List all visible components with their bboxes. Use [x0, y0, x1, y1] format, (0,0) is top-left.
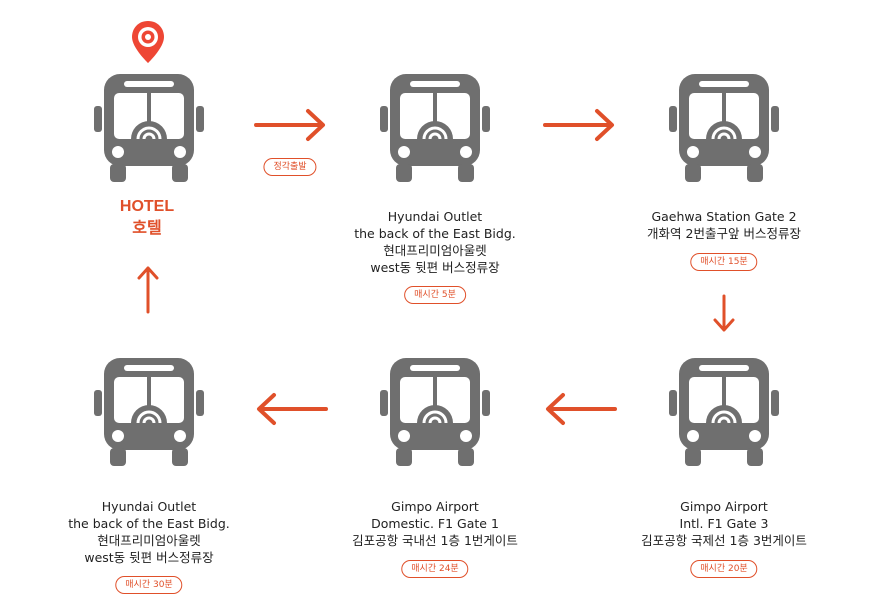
stop-line: Gimpo Airport: [391, 499, 479, 514]
stop-line: Domestic. F1 Gate 1: [371, 516, 499, 531]
stop-line: 김포공항 국내선 1층 1번게이트: [352, 533, 518, 548]
stop-line: Hyundai Outlet: [101, 499, 197, 514]
stop-line: Gimpo Airport: [680, 499, 768, 514]
bus-icon-stop-4: [380, 356, 490, 468]
interval-badge-3: 매시간 20분: [690, 560, 758, 578]
stop-line: west동 뒷편 버스정류장: [84, 550, 214, 565]
bus-icon-stop-1: [380, 72, 490, 184]
stop-line: 현대프리미엄아울렛: [383, 243, 487, 258]
stop-label-4: Gimpo Airport Domestic. F1 Gate 1 김포공항 국…: [315, 498, 555, 549]
stop-label-2: Gaehwa Station Gate 2 개화역 2번출구앞 버스정류장: [604, 208, 844, 242]
stop-line: the back of the East Bidg.: [354, 226, 516, 241]
arrow-right-icon: [543, 109, 614, 141]
origin-label: HOTEL 호텔: [87, 196, 207, 240]
origin-title-en: HOTEL: [119, 198, 175, 215]
arrow-down-icon: [713, 294, 735, 332]
interval-badge-2: 매시간 15분: [690, 253, 758, 271]
stop-line: Gaehwa Station Gate 2: [651, 209, 797, 224]
bus-icon-stop-3: [669, 356, 779, 468]
location-pin-icon: [132, 21, 164, 63]
interval-badge-1: 매시간 5분: [404, 286, 466, 304]
start-badge: 정각출발: [263, 158, 317, 176]
stop-line: the back of the East Bidg.: [68, 516, 230, 531]
arrow-up-icon: [137, 266, 159, 314]
stop-label-5: Hyundai Outlet the back of the East Bidg…: [29, 498, 269, 566]
stop-line: Intl. F1 Gate 3: [679, 516, 769, 531]
interval-badge-4: 매시간 24분: [401, 560, 469, 578]
arrow-left-icon: [257, 393, 328, 425]
bus-icon-stop-2: [669, 72, 779, 184]
arrow-left-icon: [546, 393, 617, 425]
stop-line: 현대프리미엄아울렛: [97, 533, 201, 548]
stop-line: 김포공항 국제선 1층 3번게이트: [641, 533, 807, 548]
stop-label-1: Hyundai Outlet the back of the East Bidg…: [315, 208, 555, 276]
interval-badge-5: 매시간 30분: [115, 576, 183, 594]
bus-icon-stop-5: [94, 356, 204, 468]
stop-line: west동 뒷편 버스정류장: [370, 260, 500, 275]
origin-title-ko: 호텔: [132, 220, 162, 237]
bus-icon-hotel: [94, 72, 204, 184]
stop-label-3: Gimpo Airport Intl. F1 Gate 3 김포공항 국제선 1…: [604, 498, 844, 549]
stop-line: 개화역 2번출구앞 버스정류장: [647, 226, 801, 241]
stop-line: Hyundai Outlet: [387, 209, 483, 224]
arrow-right-icon: [254, 109, 325, 141]
